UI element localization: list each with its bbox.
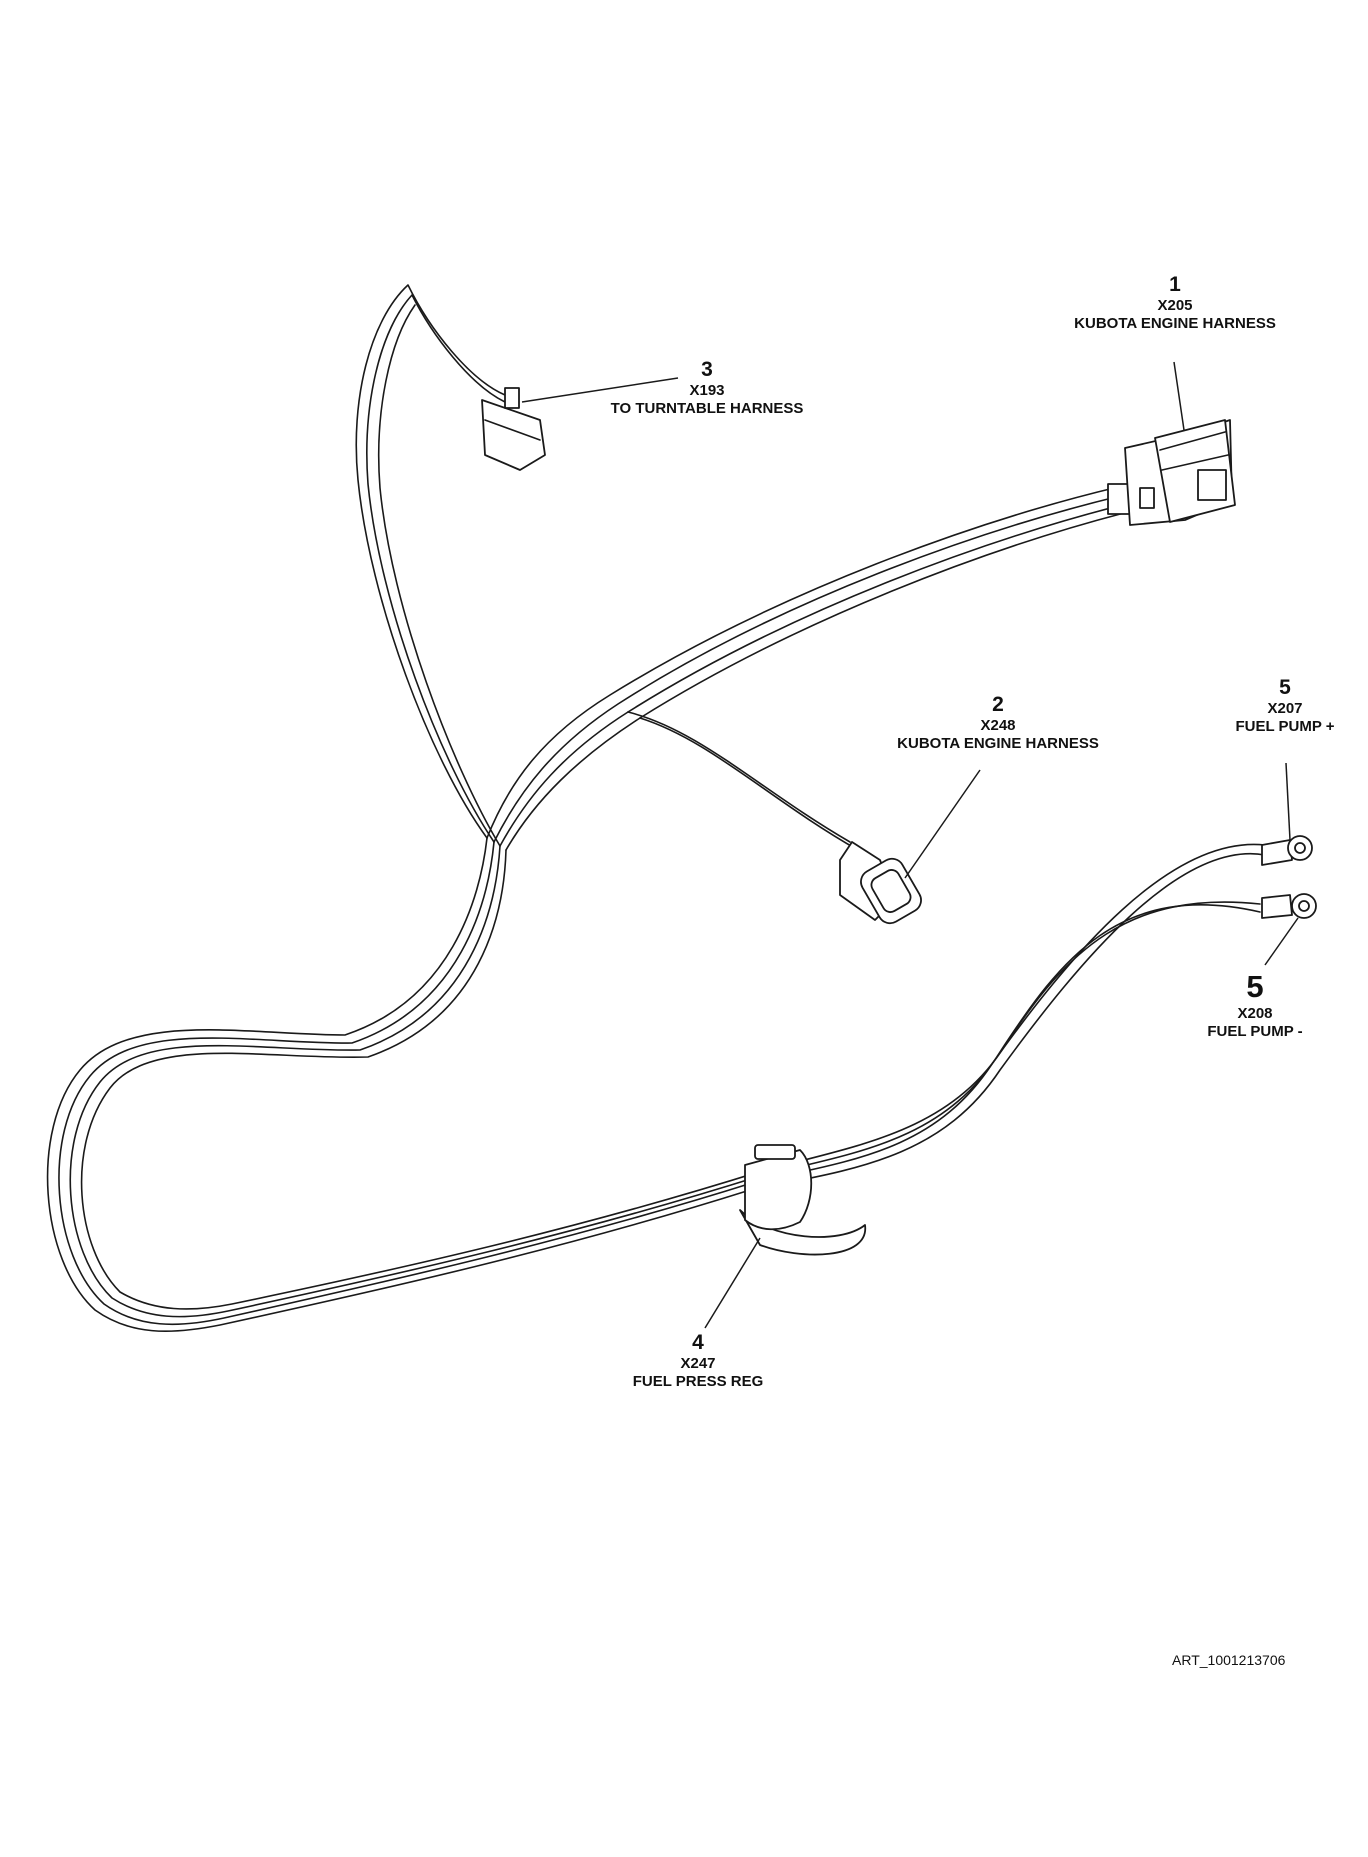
leader-x248 [904,769,981,879]
connector-description: KUBOTA ENGINE HARNESS [1074,315,1276,333]
callout-x207: 5 X207 FUEL PUMP + [1195,675,1368,736]
harness-trunk-upper [486,486,1125,851]
connector-code: X207 [1267,700,1303,718]
leader-x247 [704,1237,761,1329]
callout-x205: 1 X205 KUBOTA ENGINE HARNESS [1045,272,1305,333]
connector-description: TO TURNTABLE HARNESS [610,400,804,418]
leader-x193 [521,377,679,403]
leader-x208 [1264,917,1299,966]
connector-description: FUEL PRESS REG [632,1373,764,1391]
callout-number: 1 [1169,273,1181,296]
callout-number: 5 [1246,969,1264,1004]
harness-branch-x193 [355,284,506,847]
callout-x247: 4 X247 FUEL PRESS REG [598,1330,798,1391]
leader-x207 [1285,762,1291,841]
callout-number: 4 [692,1331,704,1354]
callout-x208: 5 X208 FUEL PUMP - [1165,968,1345,1041]
ring-terminal-x208 [1261,893,1317,919]
connector-x247 [739,1144,866,1256]
connector-code: X205 [1157,297,1193,315]
callout-number: 3 [701,358,713,381]
connector-code: X247 [680,1355,716,1373]
connector-x205 [1107,419,1236,526]
connector-x248 [839,841,922,925]
callout-number: 5 [1279,676,1291,699]
harness-lower-loop [46,837,1266,1333]
art-id-label: ART_1001213706 [1172,1652,1286,1668]
callout-x248: 2 X248 KUBOTA ENGINE HARNESS [868,692,1128,753]
connector-code: X208 [1237,1005,1273,1023]
connector-x193 [481,387,546,471]
leader-lines [521,361,1299,1329]
harness-branch-x248 [627,711,859,851]
callout-x193: 3 X193 TO TURNTABLE HARNESS [577,357,837,418]
ring-terminal-x207 [1261,835,1313,866]
connector-code: X193 [689,382,725,400]
connector-description: FUEL PUMP + [1235,718,1335,736]
callout-number: 2 [992,693,1004,716]
connector-description: KUBOTA ENGINE HARNESS [897,735,1099,753]
connector-code: X248 [980,717,1016,735]
connector-description: FUEL PUMP - [1207,1023,1303,1041]
leader-x205 [1173,361,1185,431]
